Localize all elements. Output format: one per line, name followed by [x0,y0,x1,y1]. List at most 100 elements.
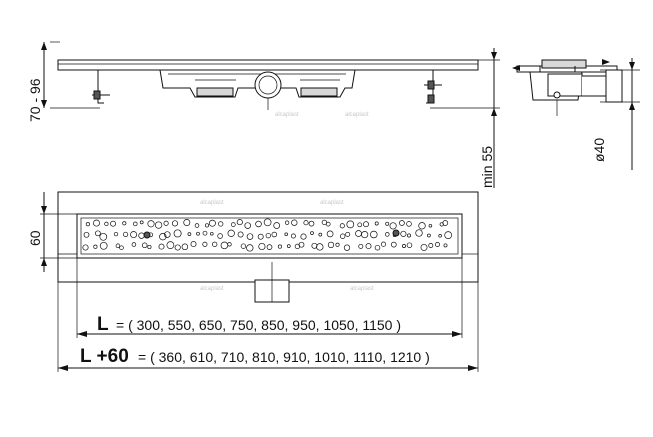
grate-hole [266,244,273,250]
grate-hole [300,233,307,240]
grate-hole [123,231,129,237]
grate-hole [147,220,155,228]
grate-hole [406,242,413,248]
height-range-label: 70 - 96 [27,78,43,122]
grate-hole [110,220,117,227]
grate-hole [357,222,363,228]
grate-hole [99,241,108,250]
grate-hole [257,233,264,240]
grate-hole [265,232,271,239]
grate-hole [244,222,251,229]
grate-hole [428,243,434,248]
grate-hole [196,231,200,236]
grate-hole [442,220,449,226]
grate-hole [286,244,291,248]
grate-hole [237,231,244,238]
grate-hole [438,234,442,238]
min-depth-dimension: min 55 [479,48,497,188]
svg-text:alcaplast: alcaplast [350,286,374,292]
grate-hole [104,221,109,227]
grate-hole [82,244,89,251]
grate-hole [230,222,236,227]
svg-text:alcaplast: alcaplast [320,200,344,206]
grate-hole [181,243,189,251]
grate-hole [273,222,281,229]
grate-hole [361,231,369,239]
grate-hole [340,233,346,239]
grate-hole [163,220,169,226]
grate-hole [99,232,108,241]
grate-hole [212,241,218,247]
grate-hole [271,231,278,238]
grate-hole [327,241,335,249]
grate-hole [133,221,138,227]
length-symbol: L [97,314,109,335]
grate-hole [240,243,247,249]
grate-hole [326,230,334,238]
grate-hole [190,241,197,248]
grate-hole [400,230,407,237]
grate-hole [255,220,262,228]
grate-hole [370,230,378,239]
svg-text:alcaplast: alcaplast [345,112,369,118]
grate-hole [93,219,100,227]
svg-text:alcaplast: alcaplast [275,112,299,118]
grate-hole [303,220,309,226]
grate-hole [311,242,318,249]
total-length-values: = ( 360, 610, 710, 810, 910, 1010, 1110,… [138,349,430,365]
side-view: alcaplast alcaplast [50,41,500,118]
grate-hole [406,221,412,227]
svg-text:alcaplast: alcaplast [200,200,224,206]
grate-hole [263,218,272,227]
grate-hole [164,231,171,238]
grate-hole [390,241,397,248]
grate-hole [122,221,127,226]
outlet-diameter-dimension: ø40 [591,58,635,170]
grate-hole [217,233,223,239]
grate-hole [183,219,191,226]
grate-hole [345,231,351,237]
grate-hole [277,244,282,249]
grate-hole [343,244,351,251]
grate-hole [246,244,254,252]
grate-hole [427,233,431,238]
grate-hole [325,221,331,227]
grate-hole [218,221,224,227]
grate-hole [130,231,138,239]
length-dimension [76,258,463,338]
grate-hole [284,220,290,225]
outlet-diameter-label: ø40 [591,138,607,162]
grate-hole [246,233,254,240]
grate-hole [418,222,426,230]
grate-hole [204,223,210,228]
total-length-symbol: L +60 [80,346,129,367]
grate-hole [310,231,314,235]
grate-hole [173,229,182,238]
grate-hole [428,223,433,228]
grate-hole [290,233,296,239]
grate-hole [166,241,175,249]
grate-hole [407,233,411,238]
grate-screw [392,229,400,237]
grate-hole [374,244,381,251]
grate-hole [159,233,167,241]
grate-hole [208,219,216,227]
grate-hole [115,243,121,249]
grate-hole [385,232,390,237]
grate-hole [316,243,324,251]
grate-hole [389,222,397,230]
grate-hole [435,242,440,247]
cross-section-view [512,59,640,116]
grate-hole [119,245,124,250]
grate-hole [284,232,288,237]
grate-hole [291,219,298,226]
grate-hole [335,242,340,247]
grate-screw [143,231,151,239]
total-length-dimension [57,282,479,372]
grate-hole [83,231,90,238]
grate-hole [298,241,305,248]
length-values: = ( 300, 550, 650, 750, 850, 950, 1050, … [116,317,401,333]
grate-hole [420,243,428,251]
grate-hole [141,242,148,249]
grate-hole [139,220,144,225]
